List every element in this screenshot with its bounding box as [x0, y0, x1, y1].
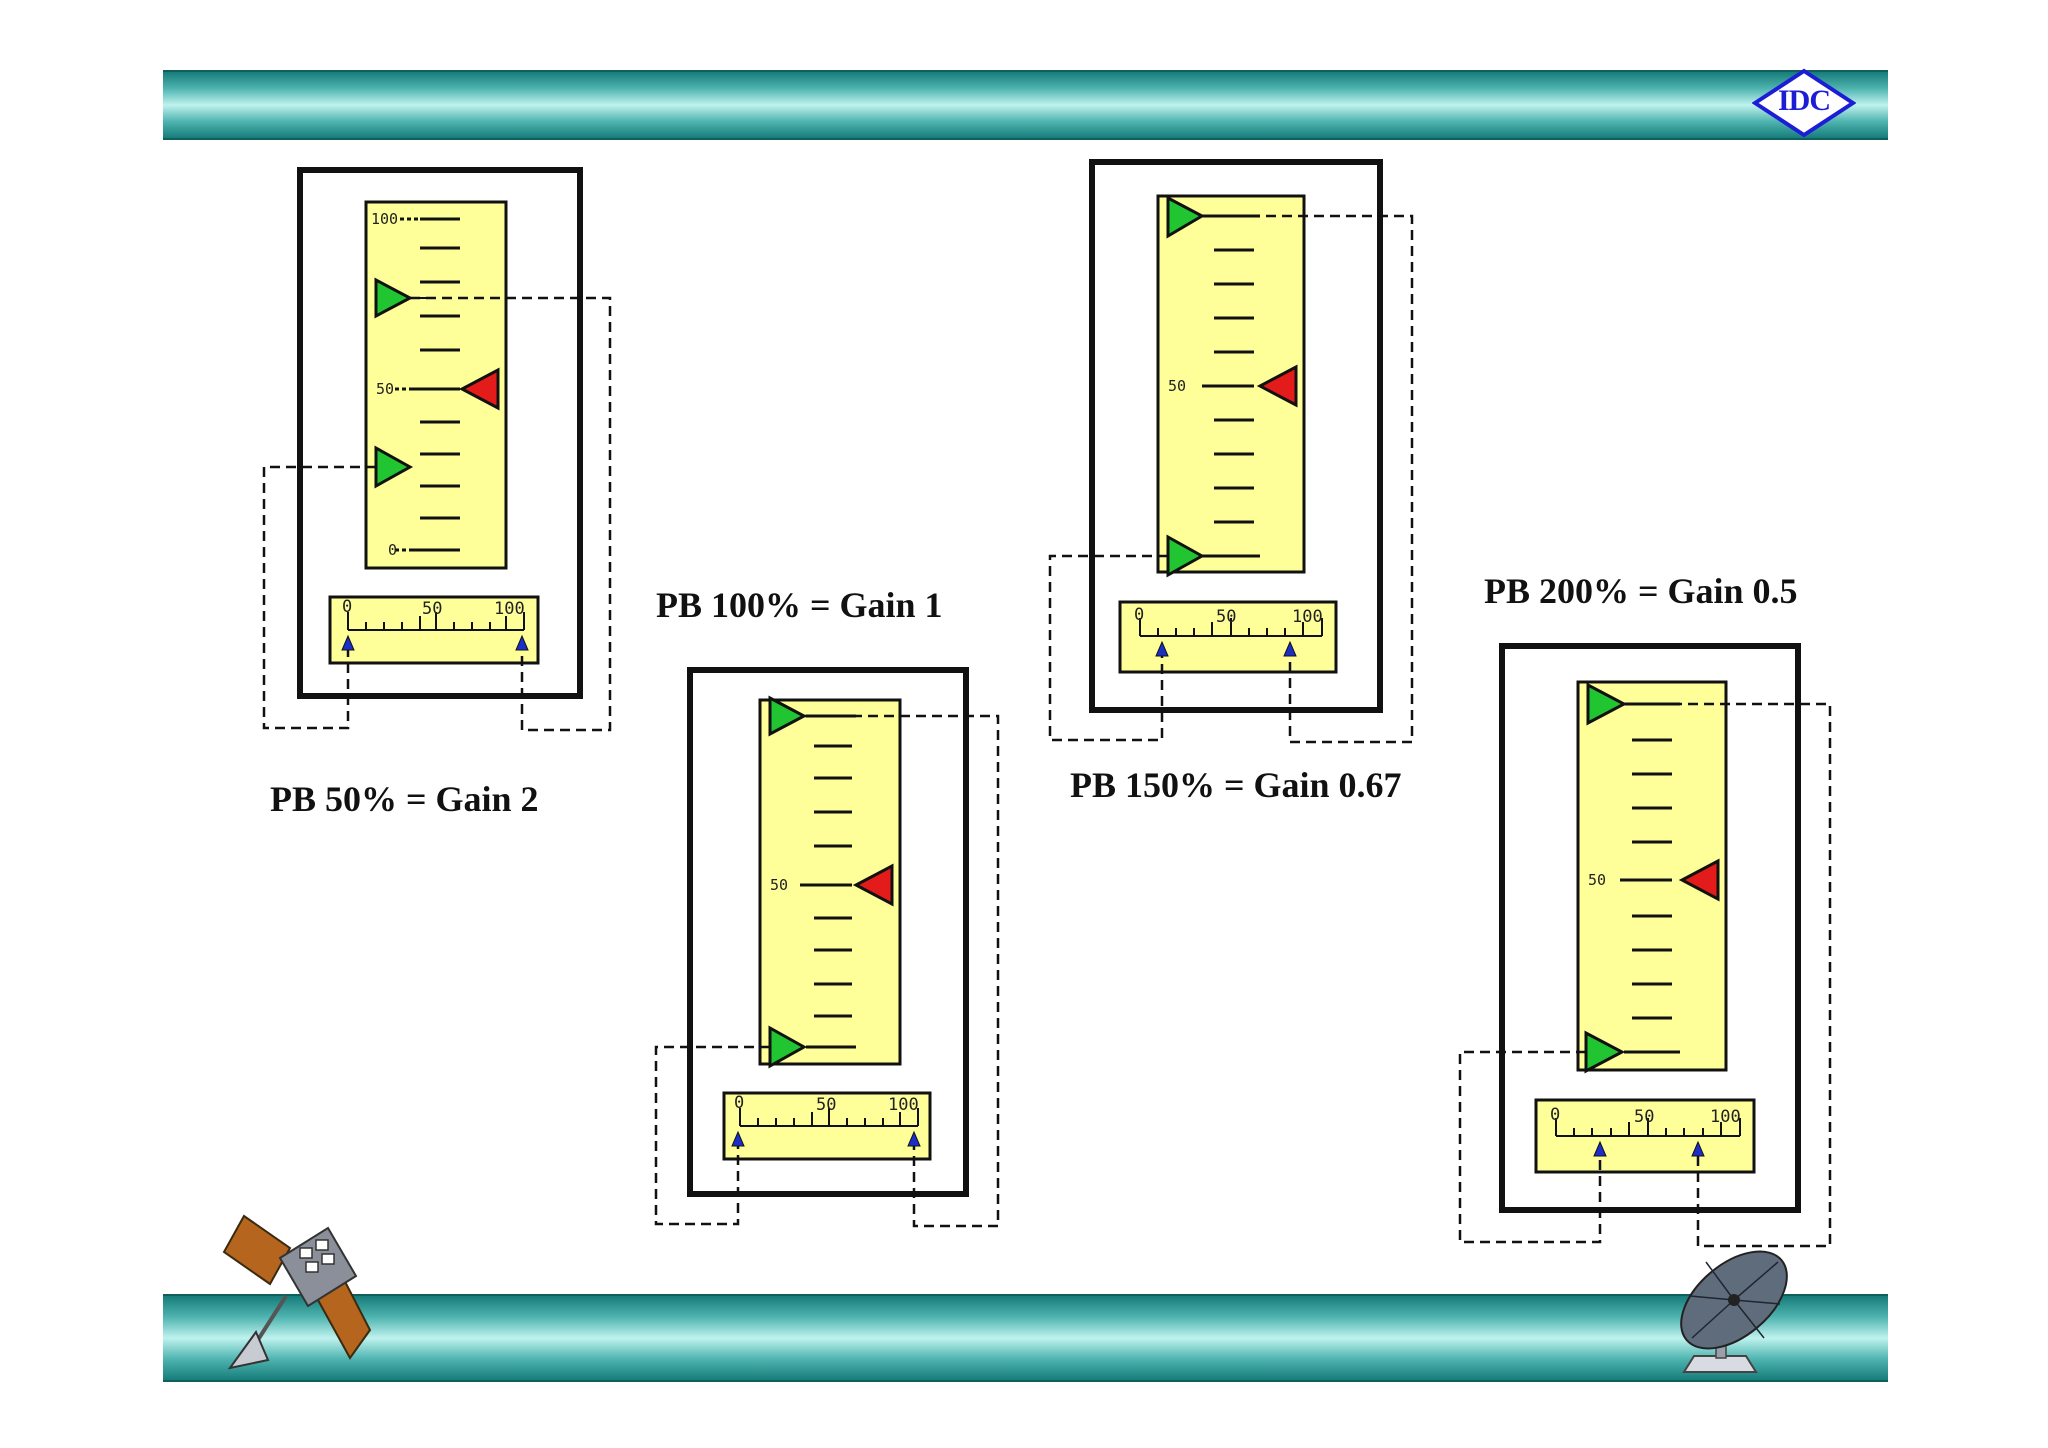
- green-pointer-upper: [1586, 682, 1628, 726]
- red-pointer: [458, 367, 500, 411]
- h-label-0: 0: [734, 1093, 744, 1113]
- pb150-diagram: 50 0 50 100: [1048, 159, 1414, 744]
- linkage-lines: [654, 714, 1000, 1228]
- h-label-0: 0: [342, 597, 352, 617]
- h-label-0: 0: [1550, 1105, 1560, 1125]
- v-label-100: 100: [371, 210, 398, 228]
- green-pointer-upper: [1166, 195, 1206, 239]
- h-label-100: 100: [1710, 1107, 1741, 1127]
- v-label-50: 50: [376, 380, 394, 398]
- v-label-50: 50: [770, 876, 788, 894]
- instrument-frame: [297, 167, 583, 699]
- h-label-50: 50: [816, 1095, 836, 1115]
- blue-arrow-right: [1283, 640, 1297, 657]
- h-label-100: 100: [1292, 607, 1323, 627]
- blue-arrow-left: [1593, 1140, 1607, 1157]
- idc-logo: [1752, 68, 1856, 138]
- linkage-lines: [1458, 702, 1832, 1248]
- linkage-lines: [1048, 214, 1414, 744]
- instrument-frame: [1089, 159, 1383, 713]
- green-pointer-upper: [768, 695, 808, 737]
- footer-band: [163, 1294, 1888, 1382]
- instrument-frame: [1499, 643, 1801, 1213]
- red-pointer: [1256, 364, 1298, 408]
- pb100-diagram: 50 0 50 100: [654, 667, 1000, 1228]
- v-label-0: 0: [388, 541, 397, 559]
- red-pointer: [1678, 858, 1720, 902]
- h-label-50: 50: [1634, 1107, 1654, 1127]
- h-label-100: 100: [494, 599, 525, 619]
- h-label-50: 50: [422, 599, 442, 619]
- satellite-dish-icon: [1680, 1250, 1788, 1373]
- logo-text: IDC: [1777, 84, 1831, 117]
- h-label-0: 0: [1134, 605, 1144, 625]
- instrument-frame: [687, 667, 969, 1197]
- linkage-lines: [262, 296, 612, 732]
- pb50-diagram: 100 50 0 0 50 100: [262, 167, 612, 732]
- header-band: [163, 70, 1888, 140]
- caption-pb50: PB 50% = Gain 2: [270, 779, 539, 819]
- green-pointer-upper: [374, 277, 414, 319]
- caption-pb150: PB 150% = Gain 0.67: [1070, 765, 1402, 805]
- pb200-diagram: 50 0 50 100: [1458, 643, 1832, 1248]
- caption-pb200: PB 200% = Gain 0.5: [1484, 571, 1798, 611]
- h-label-50: 50: [1216, 607, 1236, 627]
- red-pointer: [852, 863, 894, 907]
- caption-pb100: PB 100% = Gain 1: [656, 585, 943, 625]
- blue-arrow-right: [515, 634, 529, 651]
- v-label-50: 50: [1588, 871, 1606, 889]
- satellite-icon: [222, 1214, 372, 1370]
- h-label-100: 100: [888, 1095, 919, 1115]
- v-label-50: 50: [1168, 377, 1186, 395]
